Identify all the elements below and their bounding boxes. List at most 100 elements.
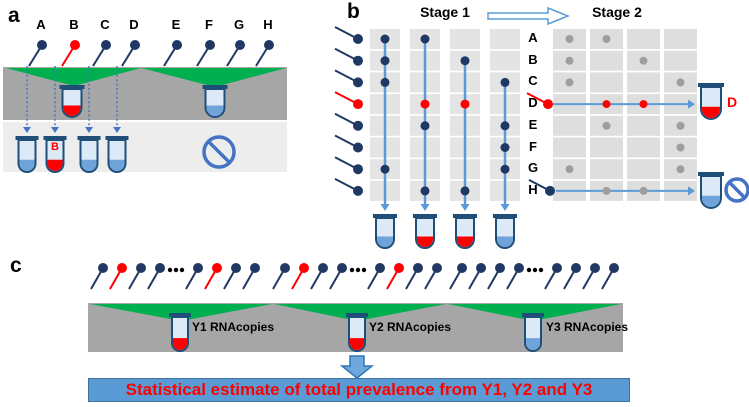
retest-tube-b-label: B (51, 141, 59, 153)
s1-dot-pool1-G (380, 164, 390, 174)
decoded-positive-tube-cap (698, 83, 724, 87)
panel-c-label: c (10, 254, 22, 277)
c-pin-g1-7-head (231, 263, 241, 273)
c-pool-tube-y2-cap (346, 313, 368, 317)
retest-tube-C-cap (77, 136, 101, 140)
banner-text: Statistical estimate of total prevalence… (125, 380, 593, 399)
retest-arrow-C-head (85, 127, 93, 133)
s1-dot-pool1-B (380, 56, 390, 66)
s2-dot-G-pool4 (676, 165, 685, 174)
no-test-icon-a-slash (207, 140, 231, 164)
sample-pin-A-head (37, 40, 47, 50)
s2-dot-H-pool2 (602, 186, 611, 195)
s2-cell-2-0 (627, 29, 660, 49)
s2-cell-0-4 (553, 115, 586, 136)
sample-pin-E-head (172, 40, 182, 50)
panel-a-label: a (8, 4, 20, 27)
s1-dot-pool2-E (420, 121, 430, 131)
stage1-pool3-tube-liquid (457, 236, 473, 247)
stage-transition-arrow (487, 6, 571, 26)
decoded-negative-tube-cap (698, 172, 724, 176)
retest-arrow-A-head (23, 127, 31, 133)
retest-arrow-D-head (113, 127, 121, 133)
pool2-flow-arrow-head (420, 204, 430, 211)
pool1-tube-cap (59, 85, 85, 89)
c-pin-g2-3-head (318, 263, 328, 273)
c-pin-g3-3-head (495, 263, 505, 273)
b-sample-pin-E-head (353, 120, 363, 131)
c-pin-g3-5-head (552, 263, 562, 273)
c-pin-g1-8-head (250, 263, 260, 273)
stage1-title: Stage 1 (420, 4, 470, 20)
retest-tube-C-liquid (81, 159, 97, 172)
s1-dot-pool4-E (500, 121, 510, 131)
sample-letter-F: F (205, 17, 213, 32)
stage1-pool3-tube-cap (453, 214, 477, 218)
b-sample-pin-B-head (353, 55, 363, 66)
stage1-pool4-tube-liquid (497, 236, 513, 247)
s2-dot-D-pool3 (639, 100, 648, 109)
retest-tube-D-liquid (109, 159, 125, 172)
stage1-pool4-tube-cap (493, 214, 517, 218)
funnel-y2 (274, 304, 446, 321)
sample-pin-C-head (101, 40, 111, 50)
c-pin-g1-3-head (136, 263, 146, 273)
c-pin-g1-5-head (193, 263, 203, 273)
pool2-tube-liquid (206, 105, 224, 116)
stage2-pin-D-head (543, 99, 553, 110)
s1-dot-pool4-C (500, 77, 510, 87)
y3-tube-label: Y3 RNAcopies (546, 320, 629, 334)
no-test-icon-a (202, 135, 236, 169)
sample-letter-C: C (100, 17, 110, 32)
stage1-pool2-tube-liquid (417, 236, 433, 247)
stage1-pool1-tube-liquid (377, 236, 393, 247)
c-pin-g2-2-head (299, 263, 309, 273)
s2-cell-3-1 (664, 50, 697, 71)
statistical-estimate-banner: Statistical estimate of total prevalence… (88, 378, 630, 402)
sample-pin-H-head (264, 40, 274, 50)
retest-tube-B-liquid (47, 159, 63, 172)
ellipsis-dot-0-0 (167, 267, 173, 273)
ellipsis-dot-0-1 (173, 267, 179, 273)
stage1-pool2-tube-cap (413, 214, 437, 218)
s2-cell-2-5 (627, 137, 660, 158)
stage2-row-letter-B: B (528, 51, 538, 67)
s1-dot-pool4-G (500, 164, 510, 174)
s2-dot-B-pool3 (639, 56, 648, 65)
retest-tube-A-cap (15, 136, 39, 140)
ellipsis-dot-1-0 (349, 267, 355, 273)
s2-cell-2-4 (627, 115, 660, 136)
s2-cell-1-6 (590, 159, 623, 180)
s1-dot-pool2-H (420, 186, 430, 196)
b-sample-pin-A-head (353, 34, 363, 44)
sample-letter-D: D (129, 17, 139, 32)
funnel-pool-1 (6, 68, 141, 86)
s1-dot-pool3-B (460, 56, 470, 66)
stage2-row-letter-G: G (527, 160, 539, 176)
s2-dot-A-pool2 (602, 35, 611, 43)
s2-cell-1-5 (590, 137, 623, 158)
ellipsis-dot-1-2 (361, 267, 367, 273)
s1-dot-pool1-A (380, 34, 390, 44)
retest-tube-A-liquid (19, 159, 35, 172)
c-pin-g1-6-head (212, 263, 222, 273)
stage2-title: Stage 2 (592, 4, 642, 20)
stage2-negative-arrow-head (688, 186, 695, 196)
panel-b-label: b (347, 0, 360, 23)
s1-cell-3-1 (490, 50, 520, 71)
s2-cell-2-6 (627, 159, 660, 180)
s1-dot-pool3-H (460, 186, 470, 196)
decoded-positive-tube-liquid (702, 106, 720, 118)
s1-dot-pool2-D (420, 99, 430, 109)
c-pool-tube-y2-liquid (350, 338, 364, 350)
c-pin-g3-2-head (476, 263, 486, 273)
b-sample-pin-D-head (353, 99, 363, 110)
b-sample-pin-F-head (353, 142, 363, 153)
sample-pin-F-head (205, 40, 215, 50)
s2-dot-H-pool3 (639, 186, 648, 195)
s1-cell-2-0 (450, 29, 480, 49)
c-pin-g3-1-head (457, 263, 467, 273)
c-pin-g3-7-head (590, 263, 600, 273)
